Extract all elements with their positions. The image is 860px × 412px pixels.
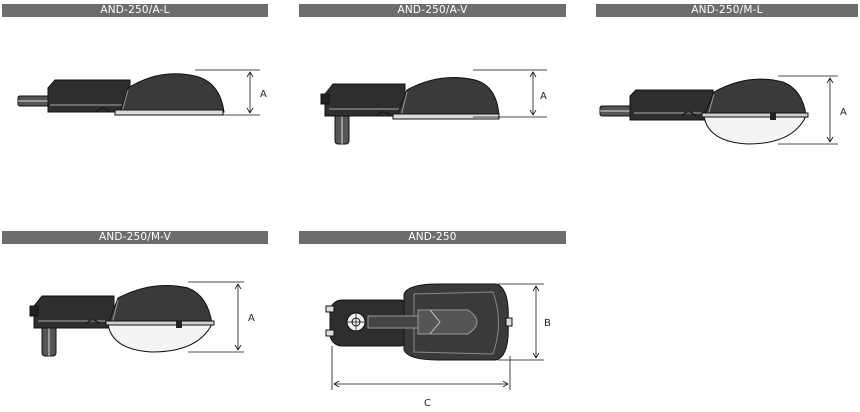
dim-a-label: A	[248, 313, 255, 324]
luminaire-m-l-drawing: A	[599, 75, 847, 145]
panel-title-m-l: AND-250/M-L	[596, 4, 858, 17]
panel-title-a-v: AND-250/A-V	[299, 4, 566, 17]
panel-title-m-v: AND-250/M-V	[2, 231, 268, 244]
luminaire-m-v-drawing: A	[29, 281, 255, 357]
dim-b-label: B	[544, 318, 551, 329]
luminaire-a-l-drawing: A	[17, 69, 267, 116]
luminaire-a-v-drawing: A	[320, 69, 547, 145]
dim-a-label: A	[840, 107, 847, 118]
dim-a-label: A	[260, 89, 267, 100]
dim-c-label: C	[424, 398, 431, 409]
panel-title-a-l: AND-250/A-L	[2, 4, 268, 17]
luminaire-top-view-drawing: B C	[325, 283, 551, 409]
panel-title-and-250: AND-250	[299, 231, 566, 244]
dim-a-label: A	[540, 91, 547, 102]
